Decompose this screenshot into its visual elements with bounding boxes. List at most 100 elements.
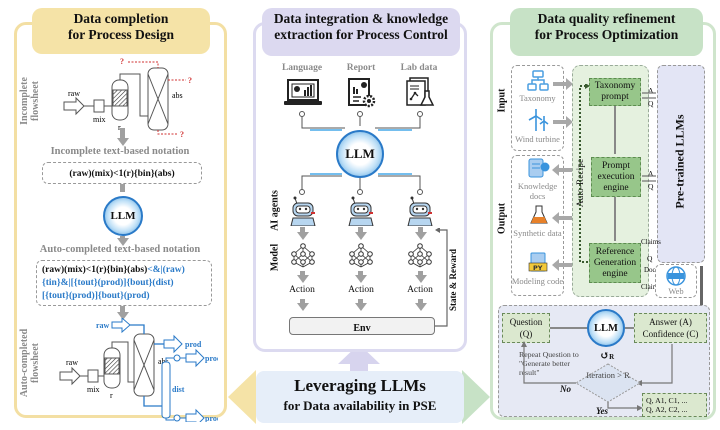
exchange-q-label: Q	[648, 182, 654, 191]
agent-robot-icon	[348, 196, 374, 226]
center-banner: Leveraging LLMs for Data availability in…	[256, 371, 464, 423]
center-title: Leveraging LLMs	[294, 376, 426, 395]
arrow-to-synthetic-data	[552, 212, 572, 224]
auto-flowsheet-label: Auto-completed flowsheet	[19, 328, 41, 398]
neural-network-icon	[408, 243, 432, 268]
incomplete-flowsheet-label: Incomplete flowsheet	[19, 77, 41, 125]
arrow-to-knowledge-docs	[552, 164, 572, 176]
svg-text:abs: abs	[172, 91, 183, 100]
exchange-docs-label: Docs	[644, 266, 659, 274]
loop-lines	[521, 341, 673, 411]
arrow-agent-to-model-head	[354, 232, 367, 240]
neural-network-icon	[349, 243, 373, 268]
row-label-model: Model	[269, 243, 281, 272]
wind-turbine-icon	[528, 109, 549, 131]
arrow-model-to-action	[418, 271, 423, 276]
arrow-action-to-env-head	[296, 303, 309, 311]
output-box	[511, 155, 564, 296]
svg-text:prod: prod	[185, 340, 202, 349]
laptop-chart-icon	[284, 79, 322, 105]
input-label-taxonomy: Taxonomy	[519, 93, 556, 103]
source-label-report: Report	[346, 63, 376, 73]
engine-reference-generation: Reference Generation engine	[589, 243, 641, 283]
connector-exec-to-reference	[614, 197, 616, 241]
arrow-agent-to-model-head	[296, 232, 309, 240]
arrow-agent-to-model	[300, 227, 305, 233]
panel-process-control	[253, 22, 467, 352]
exchange-a-label: A	[648, 86, 654, 95]
arrow-agent-to-model-head	[414, 232, 427, 240]
center-subtitle: for Data availability in PSE	[283, 398, 437, 413]
arrow-action-to-env-head	[414, 303, 427, 311]
output-label-modeling-code: Modeling code	[511, 276, 564, 286]
svg-text:?: ?	[120, 58, 124, 66]
down-arrow-4	[120, 306, 125, 314]
knowledge-docs-icon	[528, 158, 550, 178]
arrow-model-to-action	[358, 271, 363, 276]
svg-text:mix: mix	[93, 115, 105, 124]
auto-notation-heading: Auto-completed text-based notation	[39, 244, 201, 255]
llm-icon-loop: LLM	[587, 309, 625, 347]
incomplete-notation: (raw)(mix)<1(r){bin}(abs)	[69, 169, 175, 179]
python-file-icon: PY	[528, 252, 548, 272]
question-box: Question (Q)	[502, 313, 550, 343]
svg-text:mix: mix	[87, 385, 99, 394]
report-gear-icon	[348, 78, 376, 108]
agent-connectors	[299, 173, 423, 195]
answer-box: Answer (A) Confidence (C)	[634, 313, 707, 343]
exchange-q-label: Q	[648, 99, 654, 108]
svg-text:raw: raw	[68, 89, 80, 98]
output-label-knowledge-docs: Knowledge docs	[517, 181, 558, 201]
lab-document-icon	[406, 77, 435, 106]
llm-icon-left: LLM	[103, 196, 143, 236]
exchange-arrows-icon	[642, 92, 656, 99]
taxonomy-icon	[527, 70, 549, 91]
center-up-arrow	[338, 344, 380, 372]
state-reward-label: State & Reward	[448, 245, 458, 315]
state-reward-feedback-line	[435, 228, 448, 327]
exchange-claims-label: Claims	[641, 283, 661, 291]
svg-text:abs: abs	[158, 357, 169, 366]
svg-text:?: ?	[188, 76, 192, 85]
exchange-claims-label: Claims	[641, 238, 661, 246]
globe-www-icon	[666, 266, 686, 286]
arrow-model-to-action-head	[354, 275, 367, 283]
arrow-question-to-llm	[550, 327, 588, 329]
down-arrow-1-head	[116, 138, 129, 146]
auto-notation-box: (raw)(mix)<1(r){bin}(abs)<&|(raw) {tin}&…	[36, 260, 212, 306]
svg-text:r: r	[110, 391, 113, 400]
exchange-q-label: Q	[647, 254, 653, 263]
arrow-agent-to-model	[358, 227, 363, 233]
svg-text:dist: dist	[172, 385, 185, 394]
env-box: Env	[289, 317, 435, 335]
action-label: Action	[289, 285, 315, 295]
output-label-synthetic-data: Synthetic data	[513, 228, 562, 238]
iteration-diamond-label: Iteration > R	[586, 370, 630, 380]
svg-text:?: ?	[180, 130, 184, 138]
incomplete-notation-heading: Incomplete text-based notation	[50, 146, 190, 157]
arrow-action-to-env-head	[354, 303, 367, 311]
incomplete-notation-box: (raw)(mix)<1(r){bin}(abs)	[42, 162, 202, 184]
neural-network-icon	[291, 243, 315, 268]
panel-title-process-optimization: Data quality refinement for Process Opti…	[510, 8, 703, 56]
down-arrow-2	[120, 184, 125, 192]
arrow-model-to-action	[300, 271, 305, 276]
agent-robot-icon	[290, 196, 316, 226]
arrow-llm-to-answer	[625, 327, 635, 329]
pretrained-llms-label: Pre-trained LLMs	[672, 114, 687, 209]
repeat-note: Repeat Question to "Generate better resu…	[519, 350, 579, 377]
svg-text:raw: raw	[66, 358, 78, 367]
down-arrow-1	[120, 128, 125, 140]
svg-text:PY: PY	[533, 264, 543, 272]
pretrained-llms-box	[657, 65, 705, 263]
action-label: Action	[348, 285, 374, 295]
llm-icon-center: LLM	[336, 130, 384, 178]
arrow-model-to-action-head	[414, 275, 427, 283]
down-arrow-4-head	[116, 312, 129, 320]
results-box: Q, A1, C1, ... Q, A2, C2, ...	[642, 393, 707, 417]
web-upward-arrow	[700, 266, 703, 306]
svg-text:r: r	[118, 123, 121, 132]
arrow-taxonomy-to-recipe	[553, 78, 573, 90]
source-label-lab-data: Lab data	[400, 63, 438, 73]
yes-label: Yes	[596, 406, 608, 416]
